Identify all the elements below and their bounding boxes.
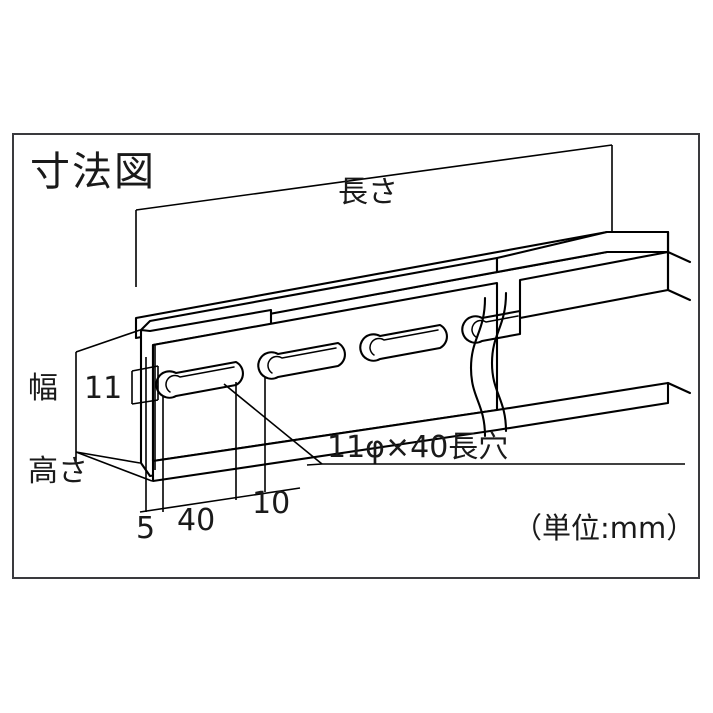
length-label: 長さ [338, 175, 398, 210]
slot-callout-label: 11φ×40長穴 [327, 430, 509, 465]
slot-pitch-gap-label: 10 [252, 486, 291, 521]
width-label: 幅 [28, 371, 58, 406]
slot-length-label: 40 [177, 503, 216, 538]
page-title: 寸法図 [30, 149, 156, 195]
web-dimension-label: 11 [84, 371, 123, 406]
edge-margin-label: 5 [136, 511, 156, 546]
unit-note-label: （単位:mm） [513, 511, 696, 545]
height-label: 高さ [28, 454, 88, 489]
